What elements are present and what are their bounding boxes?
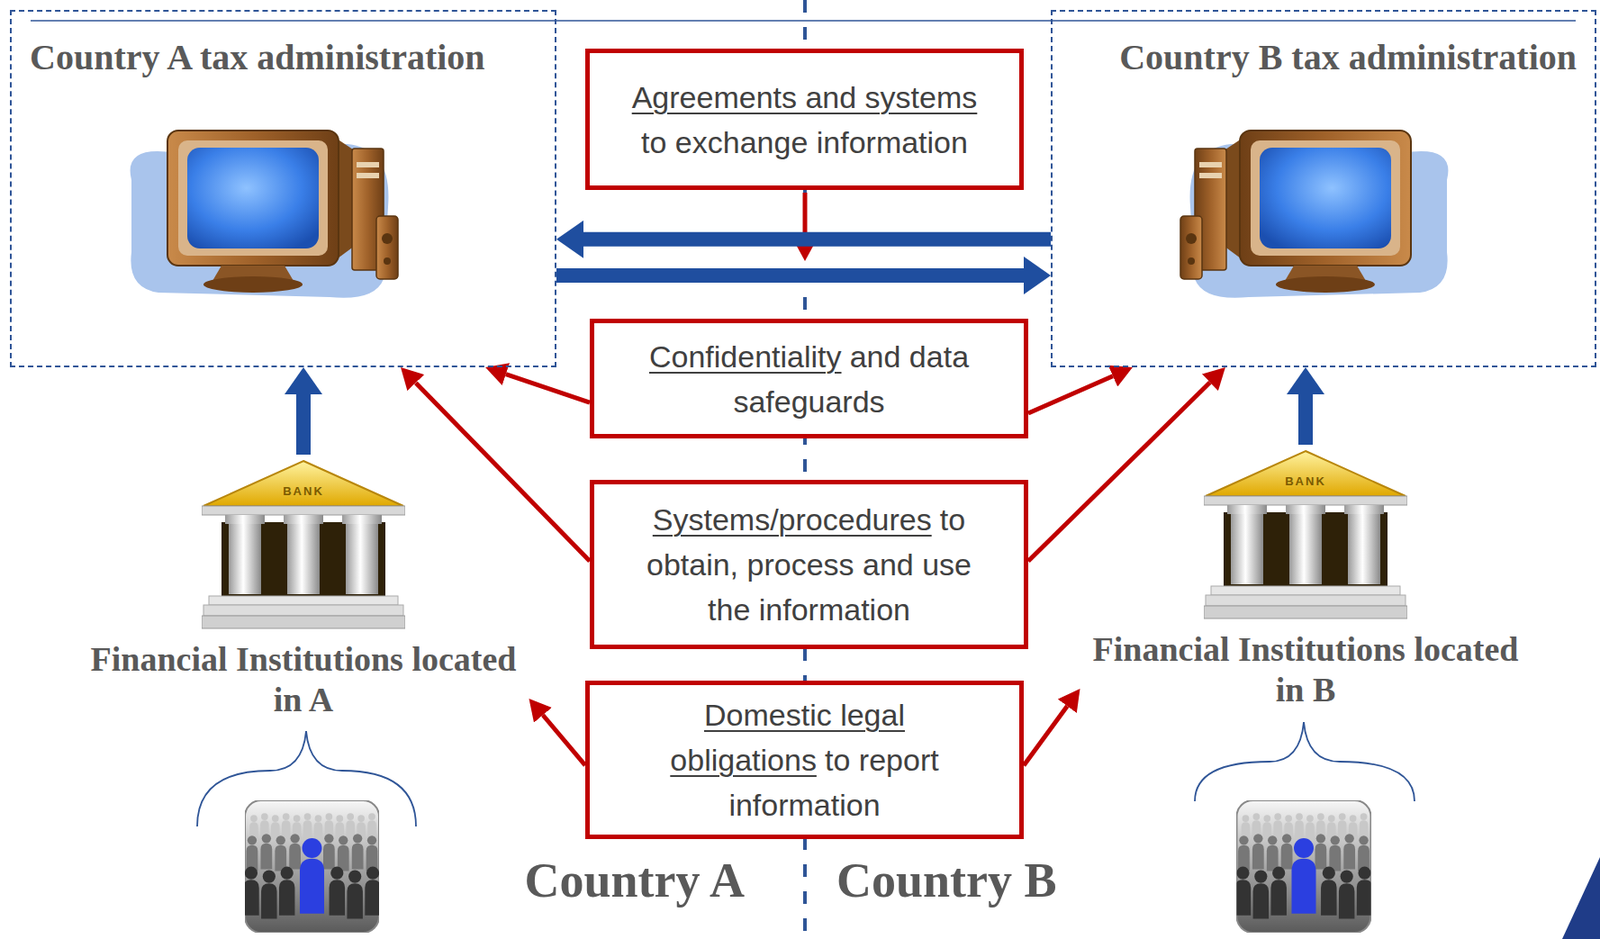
bank-sign: BANK	[282, 484, 325, 499]
requirement-box: Confidentialityand data safeguards	[589, 318, 1029, 439]
computer-icon	[130, 130, 398, 299]
exchange-arrow	[583, 232, 1051, 247]
requirement-arrow	[542, 714, 586, 766]
exchange-arrow	[556, 268, 1024, 283]
text-block: Domestic legal obligationsto report info…	[633, 692, 977, 828]
exchange-arrow	[1298, 394, 1313, 445]
curly-bracket	[1194, 722, 1415, 802]
key-term: Confidentiality	[649, 339, 842, 374]
bank-icon	[1203, 451, 1408, 619]
institution-label: Financial Institutions located in B	[1091, 629, 1521, 711]
tax-administration-region: Country A tax administration	[9, 9, 557, 368]
corner-accent	[1562, 857, 1600, 939]
requirement-arrow	[415, 382, 590, 561]
country-label: Country A	[524, 851, 745, 910]
requirement-arrow	[1028, 376, 1113, 414]
requirement-box: Systems/proceduresto obtain, process and…	[589, 479, 1029, 650]
region-heading: Country A tax administration	[29, 36, 537, 78]
key-term: Agreements and systems	[606, 74, 1004, 120]
exchange-arrow	[296, 394, 311, 455]
key-term: Systems/procedures	[652, 502, 932, 537]
computer-icon	[1180, 130, 1448, 299]
bank-sign: BANK	[1284, 474, 1327, 489]
tax-administration-region: Country B tax administration	[1050, 9, 1597, 368]
country-label: Country B	[836, 851, 1058, 910]
text-block: Systems/proceduresto obtain, process and…	[629, 497, 990, 633]
box-text: to exchange information	[641, 125, 968, 160]
people-icon	[243, 800, 381, 933]
requirement-arrow	[1028, 382, 1211, 561]
requirement-arrow	[506, 374, 590, 403]
requirement-box: Domestic legal obligationsto report info…	[585, 680, 1024, 840]
text-block: Agreements and systems to exchange inform…	[606, 74, 1004, 165]
region-heading: Country B tax administration	[1070, 36, 1577, 78]
requirement-box: Agreements and systems to exchange inform…	[585, 48, 1024, 190]
people-icon	[1235, 800, 1374, 933]
bank-icon	[201, 461, 406, 629]
requirement-arrow	[1023, 705, 1067, 766]
institution-label: Financial Institutions located in A	[89, 639, 519, 721]
top-rule	[30, 19, 1576, 22]
text-block: Confidentialityand data safeguards	[615, 334, 1004, 425]
